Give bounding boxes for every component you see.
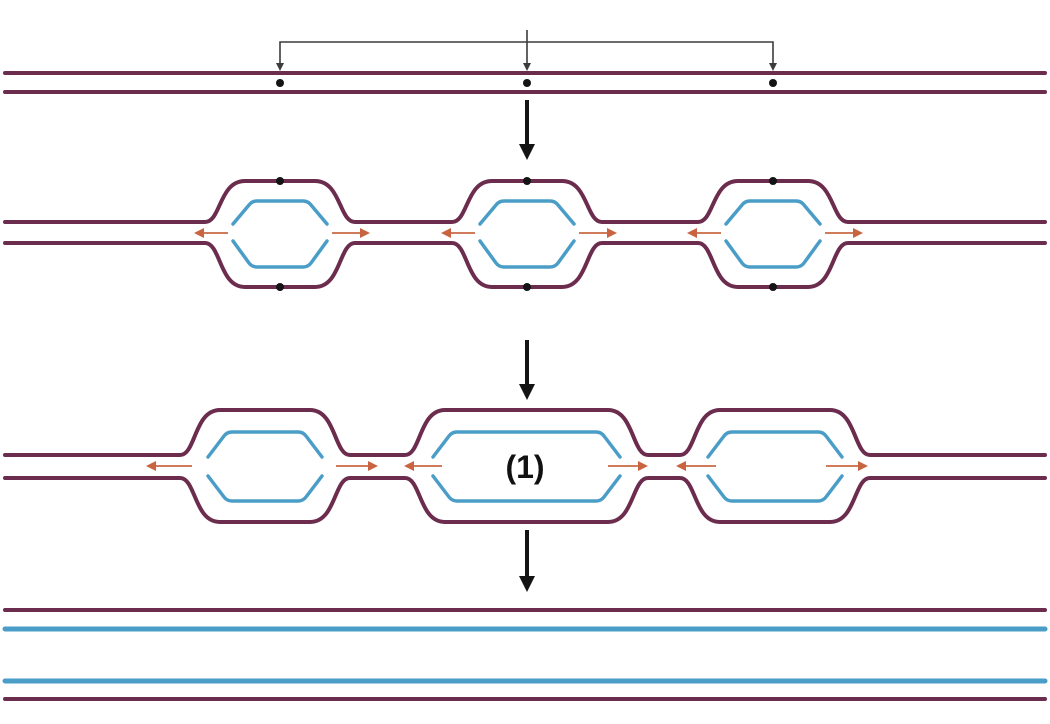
- stage-3-expanding-bubbles: [3, 408, 1047, 524]
- down-arrow-icon: [519, 144, 535, 160]
- new-strand-lower: [231, 239, 329, 269]
- origin-of-replication-dot: [523, 283, 531, 291]
- origin-pointer-arrowhead: [769, 63, 777, 71]
- new-strand-upper: [231, 199, 329, 226]
- origin-of-replication-dot: [769, 283, 777, 291]
- new-strand-upper: [724, 199, 822, 226]
- parent-strand-upper: [3, 408, 1047, 457]
- new-strand-lower: [706, 474, 844, 503]
- origin-of-replication-dot: [769, 177, 777, 185]
- new-strand-lower: [478, 239, 576, 269]
- parent-strand-lower: [3, 476, 1047, 524]
- bubble-label: (1): [505, 449, 544, 485]
- origin-bracket: [279, 30, 774, 66]
- down-arrow-icon: [519, 576, 535, 592]
- stage-4-replicated-dna: [2, 608, 1048, 701]
- origin-pointer-arrowhead: [276, 63, 284, 71]
- new-strand-upper: [206, 430, 324, 459]
- stage-transition-arrows: [519, 100, 535, 592]
- new-strand-upper: [478, 199, 576, 226]
- origin-of-replication-dot: [276, 177, 284, 185]
- stage-2-replication-bubbles: [3, 177, 1047, 291]
- origin-of-replication-dot: [769, 79, 777, 87]
- origin-of-replication-dot: [523, 177, 531, 185]
- parent-strand-lower: [3, 241, 1047, 289]
- stage-1-unreplicated-dna: [3, 30, 1047, 94]
- origin-of-replication-dot: [276, 283, 284, 291]
- new-strand-lower: [206, 474, 324, 503]
- new-strand-upper: [706, 430, 844, 459]
- origin-of-replication-dot: [523, 79, 531, 87]
- new-strand-upper: [431, 430, 622, 459]
- new-strand-lower: [431, 474, 622, 503]
- origin-pointer-arrowhead: [523, 63, 531, 71]
- new-strand-lower: [724, 239, 822, 269]
- down-arrow-icon: [519, 384, 535, 400]
- origin-of-replication-dot: [276, 79, 284, 87]
